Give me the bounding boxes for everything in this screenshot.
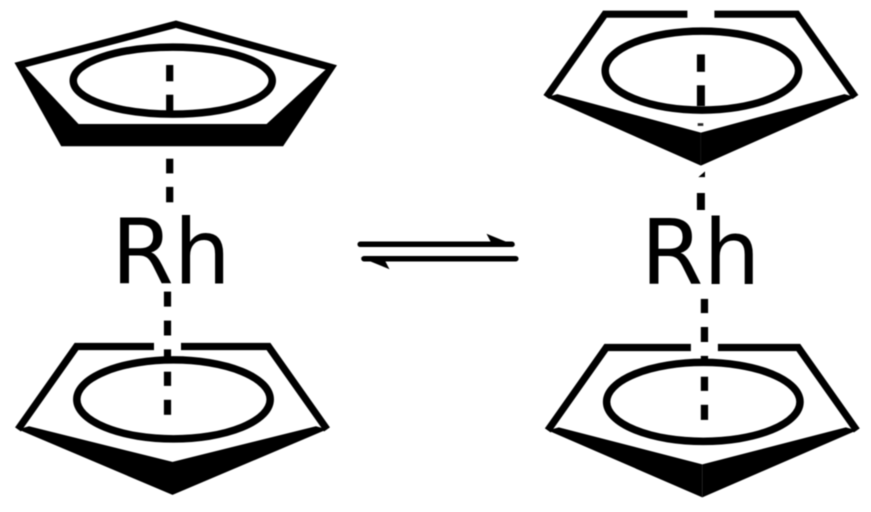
cp-ring-front-wedge-right	[702, 427, 857, 498]
cp-ring-left-top	[14, 20, 337, 147]
cp-ring-front-wedge-left	[547, 427, 703, 498]
bond-dash	[163, 349, 172, 360]
cp-ring-front-wedge-right	[172, 426, 327, 495]
bond-dash	[700, 298, 709, 314]
bond-dash	[696, 193, 705, 210]
metal-label-left: Rh	[111, 201, 231, 306]
cp-ring-ellipse	[69, 43, 276, 118]
bond-dash	[696, 85, 705, 106]
molecule-right: Rh	[543, 10, 860, 498]
cp-ring-left-bottom	[15, 342, 330, 495]
bond-dash	[166, 158, 174, 174]
reverse-harpoon	[360, 255, 519, 270]
bond-dash	[698, 171, 705, 178]
cp-ring-back-edge-left	[544, 343, 691, 433]
harpoon-barb	[486, 233, 516, 246]
molecule-left: Rh	[14, 20, 337, 495]
cp-ring-ellipse	[73, 356, 274, 443]
cp-ring-front-wedge-left	[546, 94, 701, 166]
cp-ring-right-bottom	[544, 343, 860, 498]
bond-dash	[166, 186, 174, 203]
bond-dash	[166, 65, 174, 82]
forward-harpoon	[357, 233, 516, 248]
bond-dash	[700, 327, 709, 342]
equilibrium-arrows	[357, 233, 519, 270]
cp-ring-back-edge-right	[717, 343, 860, 433]
cp-ring-front-wedge-right	[700, 94, 856, 166]
bond-dash	[697, 123, 704, 126]
harpoon-barb	[360, 257, 390, 270]
cp-ring-ellipse	[601, 27, 803, 114]
bond-dash	[700, 376, 709, 391]
bond-dash	[163, 399, 172, 415]
bond-top-left	[166, 65, 174, 203]
cp-ring-back-edge-left	[543, 10, 688, 100]
cp-ring-back-edge-right	[714, 10, 859, 100]
cp-ring-back-edge-left	[15, 342, 154, 432]
metal-label-right: Rh	[641, 201, 761, 306]
bond-dash	[700, 404, 709, 420]
bond-dash	[166, 94, 174, 112]
cp-ring-back-edge-right	[181, 342, 330, 432]
bond-top-right	[696, 54, 705, 210]
cp-ring-right-top	[543, 10, 859, 166]
bond-dash	[163, 291, 172, 307]
cp-ring-ellipse	[602, 358, 804, 446]
bond-dash	[163, 371, 172, 386]
cp-ring-front-wedge-left	[18, 426, 173, 495]
bond-dash	[696, 54, 705, 72]
bond-bottom-left	[163, 291, 172, 415]
bond-dash	[163, 320, 172, 336]
